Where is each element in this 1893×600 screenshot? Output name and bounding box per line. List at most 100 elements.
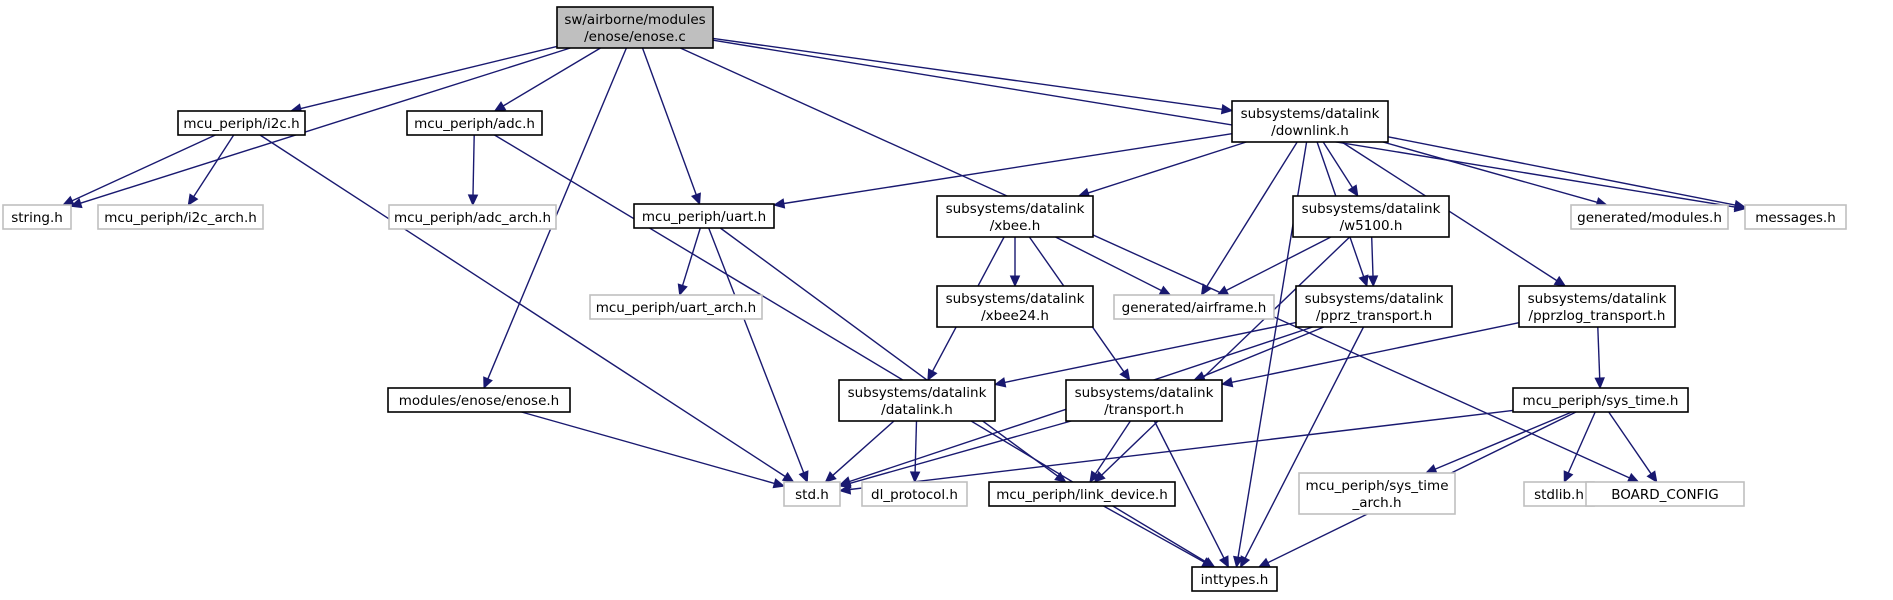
- edge-transport_h-to-std_h: [838, 420, 1072, 489]
- node-box: [388, 204, 557, 230]
- edge-sys_time_h-to-std_h: [838, 409, 1514, 495]
- node-box: [1512, 387, 1689, 413]
- edge-transport_h-to-inttypes_h: [1153, 420, 1229, 569]
- edge-w5100_h-to-pprz_transport_h: [1367, 236, 1379, 288]
- node-pprz-transport-h[interactable]: subsystems/datalink/pprz_transport.h: [1295, 285, 1453, 328]
- edge-sys_time_h-to-stdlib_h: [1563, 411, 1596, 484]
- edge-adc_h-to-adc_arch_h: [467, 134, 479, 207]
- node-box: [556, 6, 714, 49]
- node-label: /datalink.h: [881, 402, 953, 418]
- edge-arrowhead: [483, 376, 493, 390]
- node-label: /transport.h: [1104, 402, 1184, 418]
- edge-line: [783, 133, 1233, 205]
- node-box: [783, 481, 841, 507]
- edge-arrowhead: [838, 484, 852, 495]
- edge-line: [1244, 326, 1365, 559]
- node-label: mcu_periph/uart.h: [642, 209, 766, 225]
- edge-arrowhead: [781, 471, 795, 483]
- node-enose-h[interactable]: modules/enose/enose.h: [387, 387, 571, 413]
- edge-arrowhead: [1347, 184, 1359, 198]
- node-box: [589, 294, 763, 320]
- edge-line: [1087, 141, 1247, 194]
- node-box: [1518, 285, 1676, 328]
- node-box: [2, 204, 72, 230]
- node-datalink-h[interactable]: subsystems/datalink/datalink.h: [838, 379, 996, 422]
- edge-arrowhead: [772, 198, 786, 209]
- node-xbee-h[interactable]: subsystems/datalink/xbee.h: [936, 195, 1094, 238]
- edge-line: [680, 47, 1630, 479]
- edge-line: [1203, 326, 1325, 377]
- node-box: [1191, 566, 1278, 592]
- node-i2c-h[interactable]: mcu_periph/i2c.h: [177, 110, 306, 136]
- edge-arrowhead: [677, 283, 688, 297]
- edge-arrowhead: [1193, 371, 1206, 381]
- node-string-h: string.h: [2, 204, 72, 230]
- node-dl-protocol-h: dl_protocol.h: [861, 481, 968, 507]
- node-airframe-h: generated/airframe.h: [1113, 294, 1275, 320]
- edge-downlink_h-to-w5100_h: [1322, 141, 1359, 198]
- node-adc-h[interactable]: mcu_periph/adc.h: [406, 110, 543, 136]
- node-sys-time-arch-h: mcu_periph/sys_time_arch.h: [1298, 472, 1456, 515]
- node-label: /xbee24.h: [981, 308, 1049, 324]
- node-label: string.h: [11, 210, 63, 226]
- edge-arrowhead: [993, 377, 1007, 388]
- node-label: mcu_periph/adc_arch.h: [394, 210, 551, 226]
- edge-line: [1387, 136, 1736, 206]
- node-label: mcu_periph/link_device.h: [996, 487, 1168, 503]
- edge-xbee_h-to-xbee24_h: [1009, 237, 1021, 288]
- node-label: /pprzlog_transport.h: [1529, 308, 1666, 324]
- node-box: [936, 195, 1094, 238]
- node-label: std.h: [795, 487, 829, 503]
- node-sys-time-h[interactable]: mcu_periph/sys_time.h: [1512, 387, 1689, 413]
- edge-uart_h-to-uart_arch_h: [677, 227, 701, 297]
- edge-arrowhead: [927, 368, 938, 382]
- edge-line: [832, 420, 895, 476]
- node-link-device-h[interactable]: mcu_periph/link_device.h: [988, 481, 1176, 507]
- edge-line: [487, 47, 628, 380]
- node-uart-h[interactable]: mcu_periph/uart.h: [633, 203, 775, 229]
- node-stdlib-h: stdlib.h: [1523, 481, 1595, 507]
- edge-line: [1206, 141, 1298, 287]
- node-label: mcu_periph/i2c.h: [183, 116, 299, 132]
- node-label: /xbee.h: [990, 218, 1041, 234]
- edge-arrowhead: [1733, 199, 1747, 211]
- node-label: subsystems/datalink: [1241, 106, 1380, 122]
- node-w5100-h[interactable]: subsystems/datalink/w5100.h: [1292, 195, 1450, 238]
- edge-line: [521, 411, 775, 485]
- node-label: /w5100.h: [1340, 218, 1403, 234]
- edge-enose_c-to-messages_h: [712, 39, 1747, 213]
- edge-line: [71, 134, 216, 202]
- node-label: generated/airframe.h: [1122, 300, 1267, 316]
- edge-line: [1371, 236, 1374, 277]
- edge-transport_h-to-link_device_h: [1089, 420, 1131, 484]
- edge-i2c_h-to-i2c_arch_h: [187, 134, 235, 207]
- node-box: [838, 379, 996, 422]
- node-box: [1298, 472, 1456, 515]
- node-box: [988, 481, 1176, 507]
- node-label: subsystems/datalink: [1528, 291, 1667, 307]
- edge-sys_time_h-to-board_config: [1608, 411, 1658, 484]
- node-inttypes-h[interactable]: inttypes.h: [1191, 566, 1278, 592]
- edge-line: [849, 420, 1072, 485]
- node-label: subsystems/datalink: [946, 291, 1085, 307]
- node-transport-h[interactable]: subsystems/datalink/transport.h: [1065, 379, 1223, 422]
- edge-line: [1597, 326, 1601, 379]
- edge-pprz_transport_h-to-datalink_h: [993, 321, 1297, 388]
- node-modules-h: generated/modules.h: [1570, 204, 1729, 230]
- edge-pprz_transport_h-to-inttypes_h: [1240, 326, 1365, 569]
- edge-pprzlog_transport_h-to-transport_h: [1220, 322, 1520, 388]
- node-box: [1065, 379, 1223, 422]
- edge-arrowhead: [1367, 275, 1379, 288]
- edge-line: [1231, 322, 1520, 383]
- edge-arrowhead: [1119, 368, 1131, 381]
- node-enose-c[interactable]: sw/airborne/modules/enose/enose.c: [556, 6, 714, 49]
- edge-arrowhead: [1220, 103, 1234, 115]
- node-label: subsystems/datalink: [946, 201, 1085, 217]
- node-box: [1113, 294, 1275, 320]
- edge-line: [1004, 321, 1297, 384]
- node-downlink-h[interactable]: subsystems/datalink/downlink.h: [1231, 100, 1389, 143]
- node-xbee24-h[interactable]: subsystems/datalink/xbee24.h: [936, 285, 1094, 328]
- node-label: modules/enose/enose.h: [399, 393, 560, 409]
- node-pprzlog-transport-h[interactable]: subsystems/datalink/pprzlog_transport.h: [1518, 285, 1676, 328]
